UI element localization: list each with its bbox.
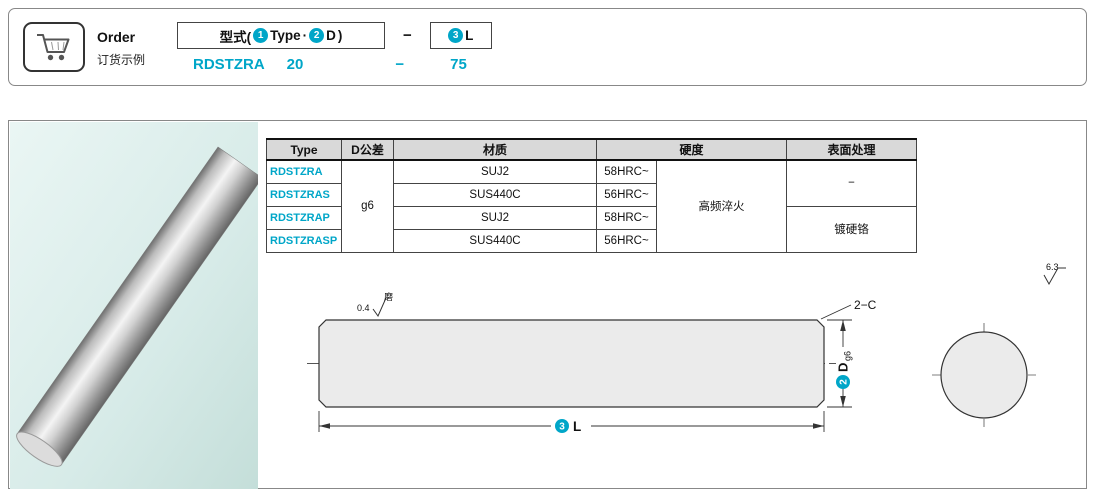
len-circled-num: 3 xyxy=(559,422,565,433)
type-cell: RDSTZRA xyxy=(266,159,342,184)
material-cell: SUJ2 xyxy=(393,205,597,230)
circled-3-icon xyxy=(555,419,569,433)
order-example-panel: Order 订货示例 型式( 1 Type · 2 D ) − 3 L xyxy=(8,8,1087,86)
spec-table: Type D公差 材质 硬度 表面处理 RDSTZRA g6 SUJ2 58HR… xyxy=(266,138,917,253)
dia-tolerance: g6 xyxy=(843,351,853,361)
table-row: RDSTZRAS SUS440C 56HRC~ xyxy=(266,182,917,207)
format-close: ) xyxy=(337,28,343,43)
hardness-cell: 56HRC~ xyxy=(596,228,657,253)
header-surface: 表面处理 xyxy=(786,138,917,161)
format-box-type-d: 型式( 1 Type · 2 D ) xyxy=(177,22,385,49)
end-view xyxy=(932,323,1036,427)
material-cell: SUS440C xyxy=(393,182,597,207)
dimension-diameter: 2 D g6 xyxy=(827,319,853,408)
hardness-cell: 56HRC~ xyxy=(596,182,657,207)
format-dash: − xyxy=(403,27,412,44)
overall-roughness-symbol: 6.3 xyxy=(1043,262,1066,286)
type-cell: RDSTZRAP xyxy=(266,205,342,230)
roughness-value: 0.4 xyxy=(357,303,370,313)
overall-roughness-value: 6.3 xyxy=(1046,262,1059,272)
type-cell: RDSTZRASP xyxy=(266,228,342,253)
roughness-note: 磨 xyxy=(384,292,393,302)
surface-cell-plated: 镀硬铬 xyxy=(786,205,917,253)
dia-circled-num: 2 xyxy=(839,379,850,385)
shaft-photo xyxy=(16,146,258,467)
example-d-value: 20 xyxy=(286,56,304,73)
format-prefix: 型式( xyxy=(219,29,252,45)
tolerance-cell: g6 xyxy=(341,159,394,253)
format-dot: · xyxy=(302,28,308,43)
example-part-number: RDSTZRA 20 − 75 xyxy=(177,56,492,73)
header-material: 材质 xyxy=(393,138,597,161)
table-row: RDSTZRASP SUS440C 56HRC~ xyxy=(266,228,917,253)
chamfer-leader xyxy=(820,304,852,320)
circled-3-badge: 3 xyxy=(448,28,464,43)
format-type-label: Type xyxy=(270,28,301,43)
technical-drawing: 2−C 0.4 磨 2 D g6 xyxy=(307,262,1066,434)
table-row: RDSTZRA g6 SUJ2 58HRC~ 高频淬火 − xyxy=(266,159,917,253)
order-labels: Order 订货示例 xyxy=(97,29,145,68)
example-dash: − xyxy=(395,56,405,73)
cart-icon xyxy=(23,22,85,72)
product-photo xyxy=(10,122,258,489)
len-letter: L xyxy=(573,419,581,434)
surface-cell-none: − xyxy=(786,159,917,207)
quench-cell: 高频淬火 xyxy=(656,159,787,253)
shaft-outline xyxy=(318,319,825,408)
dimension-length: 3 L xyxy=(318,411,825,434)
example-type: RDSTZRA xyxy=(193,56,265,73)
circled-1-badge: 1 xyxy=(253,28,269,43)
hardness-cell: 58HRC~ xyxy=(596,159,657,184)
format-d-label: D xyxy=(326,28,336,43)
format-l-label: L xyxy=(465,28,474,43)
chamfer-label: 2−C xyxy=(854,298,877,312)
material-cell: SUS440C xyxy=(393,228,597,253)
header-hardness: 硬度 xyxy=(596,138,787,161)
circled-2-icon xyxy=(836,375,850,389)
header-tolerance: D公差 xyxy=(341,138,394,161)
format-box-l: 3 L xyxy=(429,22,492,49)
model-number-format: 型式( 1 Type · 2 D ) − 3 L RDSTZRA 20 − 7 xyxy=(177,22,492,73)
header-type: Type xyxy=(266,138,342,161)
type-cell: RDSTZRAS xyxy=(266,182,342,207)
order-subtitle: 订货示例 xyxy=(97,53,146,67)
example-l-value: 75 xyxy=(450,56,467,73)
cart-icon-svg xyxy=(37,34,70,61)
end-view-circle xyxy=(940,331,1028,419)
product-panel: Type D公差 材质 硬度 表面处理 RDSTZRA g6 SUJ2 58HR… xyxy=(8,120,1087,489)
spec-table-header-row: Type D公差 材质 硬度 表面处理 xyxy=(266,138,917,161)
format-row: 型式( 1 Type · 2 D ) − 3 L xyxy=(177,22,492,49)
hardness-cell: 58HRC~ xyxy=(596,205,657,230)
material-cell: SUJ2 xyxy=(393,159,597,184)
surface-roughness-symbol: 0.4 磨 xyxy=(357,292,393,318)
dia-letter: D xyxy=(836,363,851,372)
order-title: Order xyxy=(97,29,136,45)
circled-2-badge: 2 xyxy=(309,28,325,43)
